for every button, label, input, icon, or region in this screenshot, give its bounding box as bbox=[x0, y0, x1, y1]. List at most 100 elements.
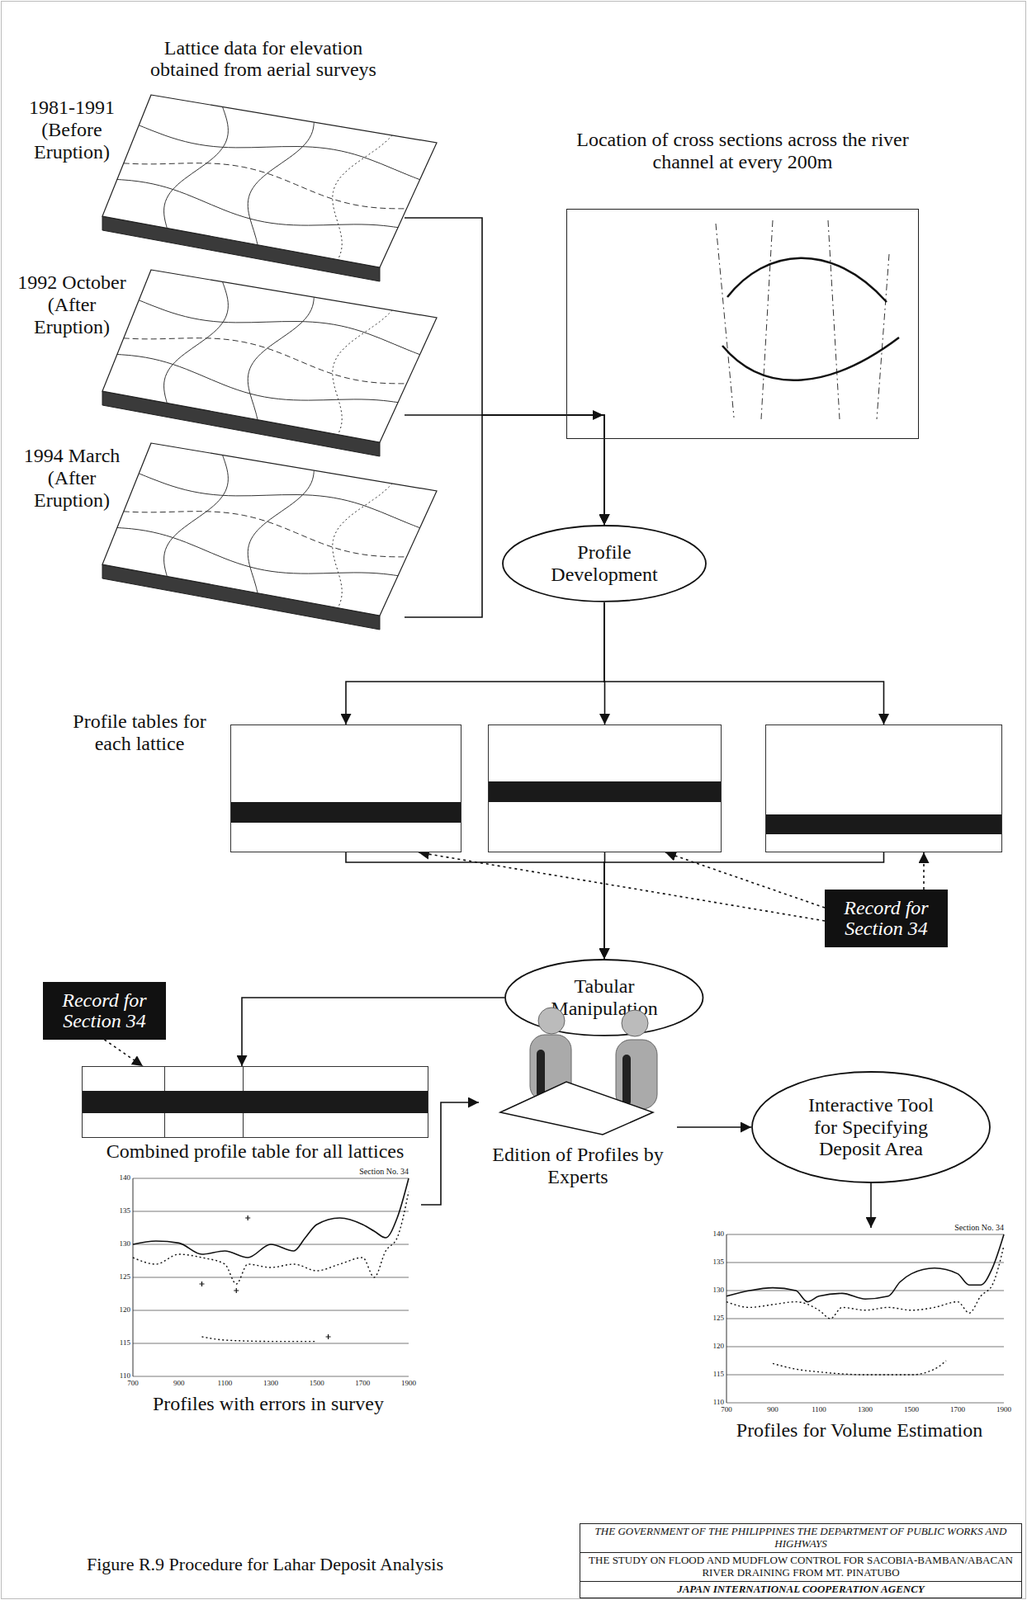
process-ellipse: Profile Development bbox=[501, 525, 707, 603]
grid-line bbox=[726, 1403, 1004, 1405]
error-mark bbox=[326, 1334, 332, 1340]
lattice-label: 1981-1991 (Before Eruption) bbox=[9, 96, 134, 164]
process-label: Interactive Tool for Specifying Deposit … bbox=[796, 1094, 946, 1162]
dotted-leader-arrow bbox=[922, 852, 925, 890]
grid-line bbox=[247, 297, 314, 421]
grid-line bbox=[132, 1344, 409, 1345]
axis-line bbox=[726, 1235, 728, 1404]
header-label: Lattice data for elevation obtained from… bbox=[139, 37, 388, 81]
ellipse-outline bbox=[752, 1072, 990, 1184]
grid-line bbox=[726, 1375, 1004, 1377]
ellipse-outline bbox=[505, 960, 704, 1037]
profile-table: Profile tables for each lattice bbox=[230, 724, 462, 853]
lattice-label: 1994 March (After Eruption) bbox=[9, 444, 134, 512]
table-heading: Profile tables for each lattice bbox=[52, 710, 227, 756]
contour-line bbox=[117, 527, 398, 576]
combined-table: Combined profile table for all lattices bbox=[81, 1066, 429, 1139]
ground-profile bbox=[132, 1178, 409, 1259]
grid-line bbox=[726, 1319, 1004, 1321]
table-caption: Combined profile table for all lattices bbox=[106, 1140, 405, 1164]
axis-line bbox=[132, 1178, 134, 1378]
chart-caption: Profiles for Volume Estimation bbox=[706, 1419, 1013, 1443]
flow-arrow bbox=[604, 602, 885, 725]
contour-line bbox=[138, 473, 420, 529]
y-tick: 135 bbox=[713, 1258, 725, 1268]
y-tick: 140 bbox=[119, 1174, 132, 1184]
grid-line bbox=[247, 470, 314, 594]
river-map bbox=[567, 209, 918, 438]
y-tick: 125 bbox=[119, 1273, 132, 1283]
x-tick: 1900 bbox=[996, 1406, 1012, 1416]
section-label: Section No. 34 bbox=[954, 1223, 1004, 1233]
contour-line bbox=[123, 338, 408, 384]
contour-line bbox=[123, 511, 408, 558]
record-row bbox=[766, 814, 1002, 835]
grid-line bbox=[332, 135, 393, 261]
section-label: Section No. 34 bbox=[359, 1167, 409, 1177]
dotted-leader-arrow bbox=[418, 852, 825, 922]
x-tick: 1900 bbox=[401, 1380, 417, 1389]
ground-profile bbox=[132, 1192, 409, 1285]
grid-line bbox=[132, 1211, 409, 1213]
x-tick: 1500 bbox=[309, 1380, 325, 1389]
y-tick: 130 bbox=[119, 1240, 132, 1250]
contour-line bbox=[138, 300, 420, 355]
y-tick: 120 bbox=[119, 1306, 132, 1316]
title-block-row: THE STUDY ON FLOOD AND MUDFLOW CONTROL F… bbox=[580, 1552, 1022, 1582]
section-line bbox=[876, 254, 890, 420]
flow-arrow bbox=[870, 1183, 872, 1229]
profile-table bbox=[765, 724, 1003, 853]
ground-profile bbox=[726, 1246, 1004, 1320]
lattice-layer: 1981-1991 (Before Eruption) bbox=[8, 90, 405, 298]
y-tick: 115 bbox=[713, 1371, 725, 1380]
y-tick: 120 bbox=[713, 1343, 725, 1352]
x-tick: 1100 bbox=[217, 1380, 232, 1389]
section-heading: Location of cross sections across the ri… bbox=[566, 128, 919, 174]
grid-line bbox=[164, 282, 229, 404]
x-tick: 700 bbox=[127, 1380, 139, 1389]
dotted-leader-arrow bbox=[665, 852, 825, 909]
profile-table bbox=[487, 724, 722, 853]
section-line bbox=[761, 220, 773, 420]
grid-line bbox=[726, 1263, 1004, 1264]
error-mark bbox=[233, 1288, 239, 1294]
lattice-sheet bbox=[102, 269, 437, 443]
x-tick: 900 bbox=[173, 1380, 185, 1389]
cross-section-box: Location of cross sections across the ri… bbox=[566, 123, 919, 440]
dotted-leader-arrow bbox=[104, 1040, 144, 1067]
callout-label: Record for Section 34 bbox=[51, 990, 159, 1032]
callout-box: Record for Section 34 bbox=[42, 982, 166, 1041]
contour-line bbox=[138, 125, 420, 180]
map-frame bbox=[566, 208, 919, 440]
section-line bbox=[828, 220, 840, 420]
x-tick: 1300 bbox=[857, 1406, 873, 1416]
grid-line bbox=[132, 1310, 409, 1312]
lattice-layer: 1994 March (After Eruption) bbox=[8, 439, 405, 646]
flow-arrow bbox=[404, 415, 605, 526]
ellipse-outline bbox=[502, 525, 706, 602]
error-mark bbox=[245, 1216, 251, 1222]
record-row bbox=[231, 802, 461, 824]
x-tick: 1100 bbox=[811, 1406, 827, 1416]
x-tick: 1300 bbox=[263, 1380, 279, 1389]
person-arm bbox=[536, 1050, 545, 1098]
grid-line bbox=[726, 1235, 1004, 1236]
contour-line bbox=[117, 179, 398, 228]
process-ellipse: Interactive Tool for Specifying Deposit … bbox=[751, 1071, 991, 1184]
section-line bbox=[715, 223, 734, 418]
x-tick: 1700 bbox=[354, 1380, 370, 1389]
callout-label: Record for Section 34 bbox=[832, 898, 941, 940]
y-tick: 115 bbox=[119, 1339, 131, 1349]
contour-line bbox=[117, 354, 398, 403]
flow-arrow bbox=[241, 998, 505, 1067]
title-block: THE GOVERNMENT OF THE PHILIPPINES THE DE… bbox=[579, 1523, 1023, 1600]
x-tick: 900 bbox=[766, 1406, 779, 1416]
flow-arrow bbox=[421, 1102, 479, 1206]
figure-caption: Figure R.9 Procedure for Lahar Deposit A… bbox=[86, 1555, 444, 1576]
node-graphic bbox=[706, 1228, 1013, 1452]
lattice-sheet bbox=[102, 443, 437, 616]
ground-profile bbox=[772, 1361, 947, 1376]
river-bank bbox=[722, 337, 900, 381]
lattice-layer: 1992 October (After Eruption) bbox=[8, 265, 405, 473]
